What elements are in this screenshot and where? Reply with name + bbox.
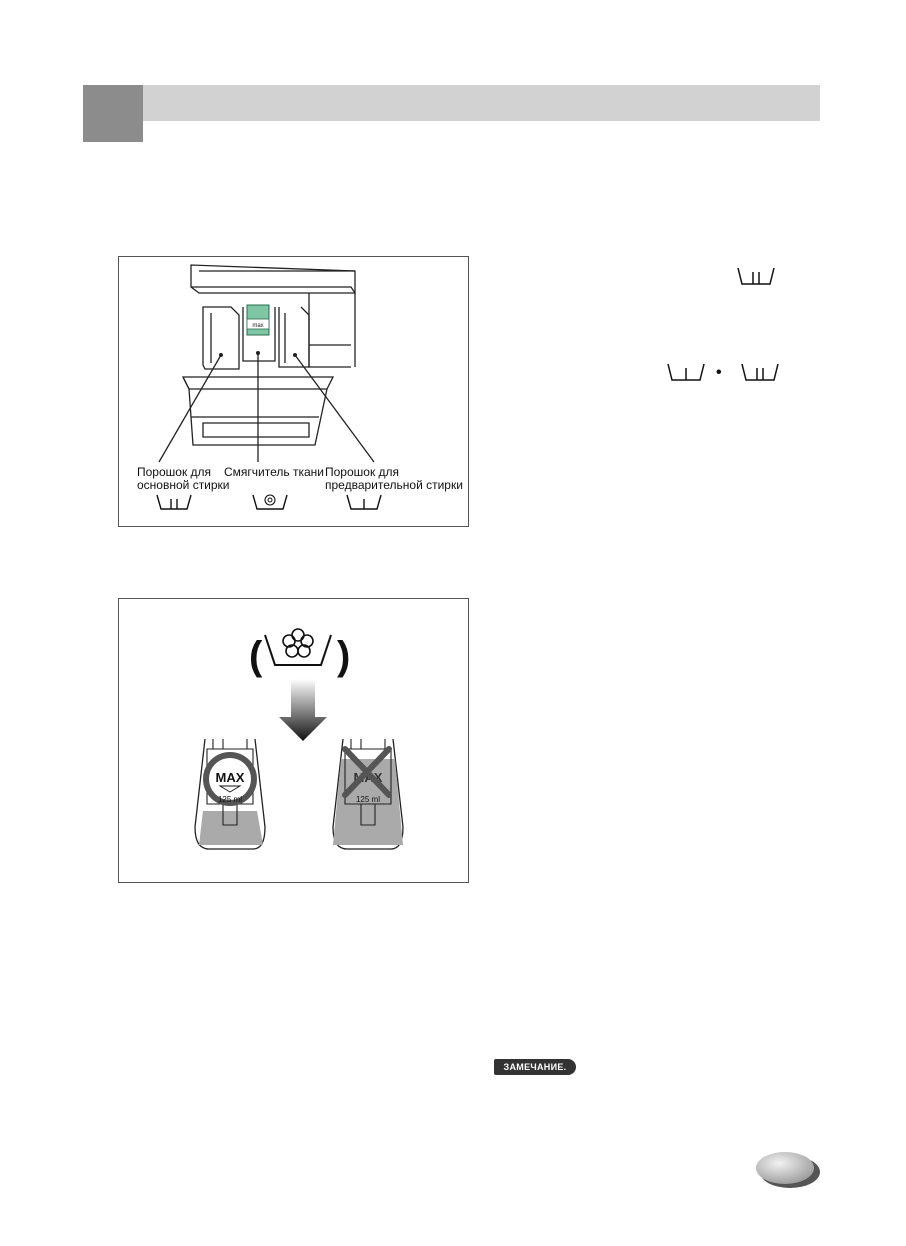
prewash-tray-icon xyxy=(346,494,382,510)
softener-symbol-icon: ( ) xyxy=(249,628,350,678)
ok-circle-icon xyxy=(203,752,257,806)
softener-label: Смягчитель ткани xyxy=(224,465,324,479)
max-mark: max xyxy=(252,323,263,329)
prewash-label: Порошок для предварительной стирки xyxy=(325,465,463,492)
volume-text: 125 ml xyxy=(218,795,242,804)
main-wash-symbol-icon-2 xyxy=(741,363,779,381)
page-number-badge xyxy=(756,1152,820,1188)
correct-level-container: MAX 125 ml xyxy=(194,738,266,850)
softener-max-level-figure: ( ) MAX 125 ml xyxy=(118,598,469,883)
main-wash-symbol-icon xyxy=(737,267,775,285)
note-badge: ЗАМЕЧАНИЕ. xyxy=(494,1059,576,1075)
volume-text-overfilled: 125 ml xyxy=(356,795,380,804)
prewash-symbol-icon xyxy=(667,363,705,381)
softener-flower-icon xyxy=(252,494,288,510)
detergent-drawer-figure: max Порошок для xyxy=(118,256,469,527)
section-marker xyxy=(83,85,143,142)
down-arrow-icon xyxy=(279,679,327,741)
svg-text:): ) xyxy=(337,634,350,678)
symbol-separator: • xyxy=(716,364,722,381)
section-header-bar xyxy=(143,85,820,121)
overfilled-container: MAX 125 ml xyxy=(332,738,404,850)
wrong-cross-icon xyxy=(342,746,392,798)
main-wash-tray-icon xyxy=(156,494,192,510)
max-text: MAX xyxy=(216,770,245,785)
svg-text:(: ( xyxy=(249,634,263,678)
softener-level-illustration: ( ) MAX 125 ml xyxy=(194,628,404,850)
detergent-drawer-illustration: max xyxy=(156,264,382,510)
main-wash-label: Порошок для основной стирки xyxy=(137,465,230,492)
